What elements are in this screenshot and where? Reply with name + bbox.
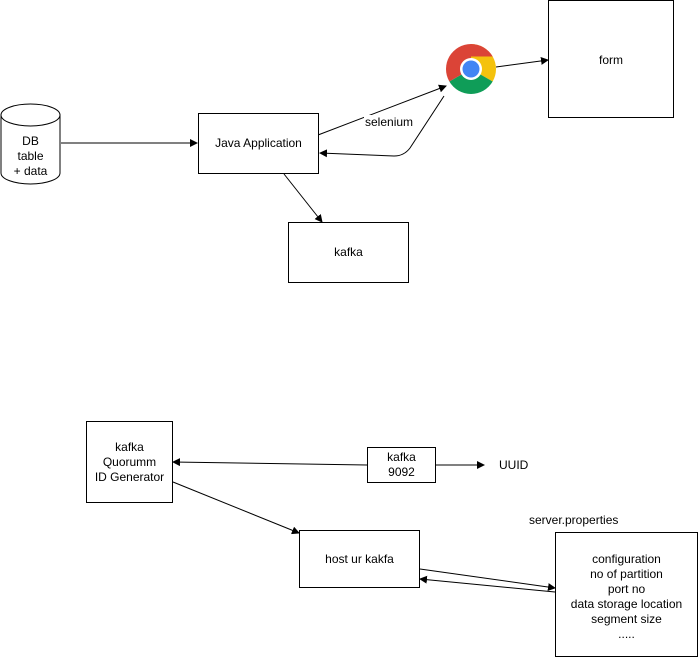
chrome-icon: [446, 44, 496, 94]
quorum-id-generator-label: kafka Quorumm ID Generator: [94, 439, 165, 484]
host-kafka-label: host ur kakfa: [325, 551, 394, 566]
edge-chrome-to-java: [319, 95, 445, 158]
kafka-box[interactable]: kafka: [288, 222, 409, 283]
database-cylinder: [0, 103, 61, 185]
kafka-9092-label: kafka 9092: [387, 450, 416, 479]
configuration-label: configuration no of partition port no da…: [570, 552, 683, 641]
edge-config-to-host: [419, 575, 556, 593]
server-properties-label: server.properties: [529, 513, 619, 527]
kafka-label: kafka: [334, 245, 363, 259]
edge-kafka9092-to-quorum: [172, 458, 368, 467]
edge-java-to-kafka: [283, 173, 323, 223]
form-label: form: [599, 53, 623, 67]
edge-chrome-to-form: [495, 56, 549, 68]
edge-host-to-config: [419, 568, 556, 591]
quorum-id-generator-box[interactable]: kafka Quorumm ID Generator: [86, 421, 173, 503]
java-application-box[interactable]: Java Application: [198, 113, 319, 174]
kafka-9092-box[interactable]: kafka 9092: [367, 447, 436, 483]
java-application-label: Java Application: [215, 136, 302, 150]
form-box[interactable]: form: [548, 0, 674, 118]
database-label: DB table + data: [13, 134, 48, 178]
selenium-label: selenium: [364, 115, 415, 130]
host-kafka-box[interactable]: host ur kakfa: [299, 530, 420, 588]
edge-quorum-to-host: [172, 481, 300, 535]
edge-java-to-chrome: [317, 84, 447, 136]
configuration-box[interactable]: configuration no of partition port no da…: [555, 532, 698, 657]
uuid-label: UUID: [499, 458, 529, 472]
